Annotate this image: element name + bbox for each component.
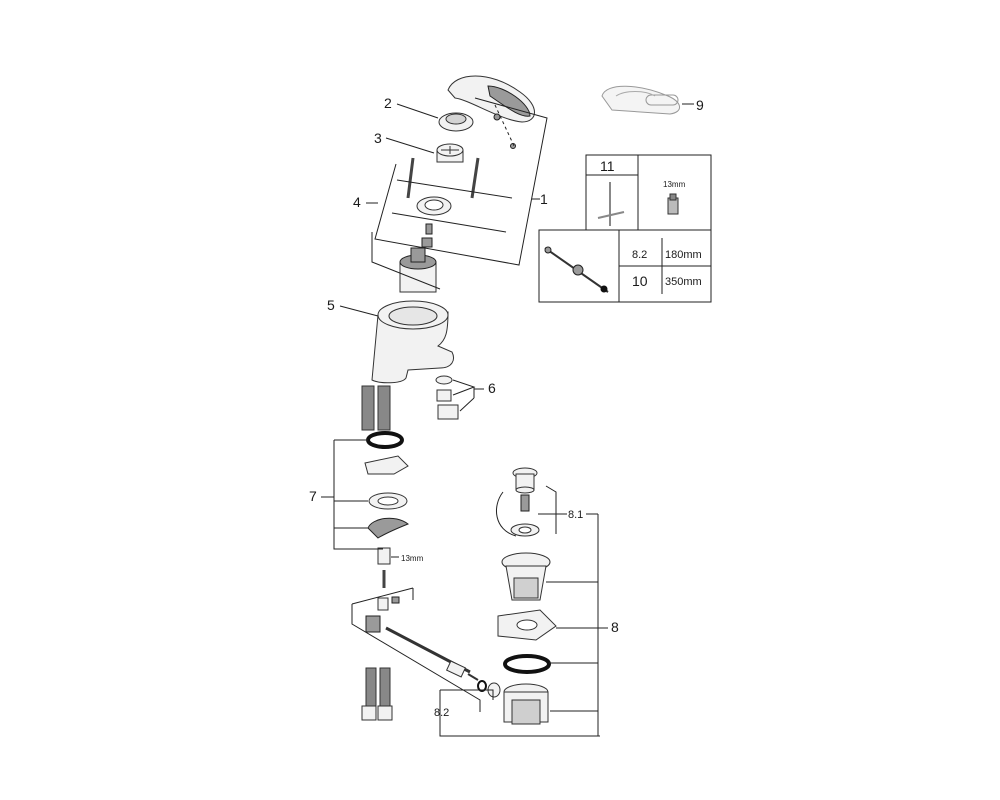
waste-body bbox=[501, 552, 551, 601]
callout-1: 1 bbox=[540, 191, 548, 207]
callout-2: 2 bbox=[384, 95, 392, 111]
faucet-body bbox=[371, 300, 454, 384]
cartridge-nut bbox=[416, 196, 452, 216]
adapter-piece bbox=[436, 143, 464, 163]
callout-8-1: 8.1 bbox=[568, 509, 583, 521]
pop-up-plug bbox=[510, 467, 540, 537]
cartridge-pins bbox=[421, 223, 433, 248]
waste-gasket bbox=[497, 609, 557, 641]
hose-pair bbox=[361, 385, 391, 431]
wrench-tool-icon bbox=[597, 182, 625, 226]
socket-icon bbox=[667, 193, 679, 215]
callout-6: 6 bbox=[488, 380, 496, 396]
table-row-1-item: 8.2 bbox=[632, 249, 647, 261]
mounting-bolts bbox=[406, 157, 480, 199]
callout-8: 8 bbox=[611, 619, 619, 635]
cap-disc bbox=[438, 112, 474, 132]
callout-3: 3 bbox=[374, 130, 382, 146]
fixing-set bbox=[364, 431, 410, 565]
rod-nut-pair bbox=[477, 680, 501, 698]
wrench-size-lower: 13mm bbox=[401, 554, 424, 563]
aerator-parts bbox=[435, 375, 459, 420]
callout-5: 5 bbox=[327, 297, 335, 313]
callout-8-2: 8.2 bbox=[434, 707, 449, 719]
table-row-1-length: 180mm bbox=[665, 249, 702, 261]
table-wrench-size: 13mm bbox=[663, 180, 686, 189]
rod-icon bbox=[544, 246, 609, 293]
table-row-2-item: 10 bbox=[632, 273, 648, 289]
cartridge bbox=[399, 247, 437, 293]
handle-lever bbox=[447, 75, 535, 123]
inlet-hoses bbox=[361, 667, 393, 721]
care-cloth bbox=[601, 85, 680, 115]
waste-nut bbox=[503, 683, 549, 725]
spare-parts-table bbox=[538, 154, 712, 303]
table-row-2-length: 350mm bbox=[665, 276, 702, 288]
waste-o-ring bbox=[503, 654, 551, 674]
callout-4: 4 bbox=[353, 194, 361, 210]
callout-7: 7 bbox=[309, 488, 317, 504]
callout-9: 9 bbox=[696, 97, 704, 113]
table-tool-number: 11 bbox=[600, 158, 615, 174]
pull-rod-assembly bbox=[365, 570, 479, 681]
